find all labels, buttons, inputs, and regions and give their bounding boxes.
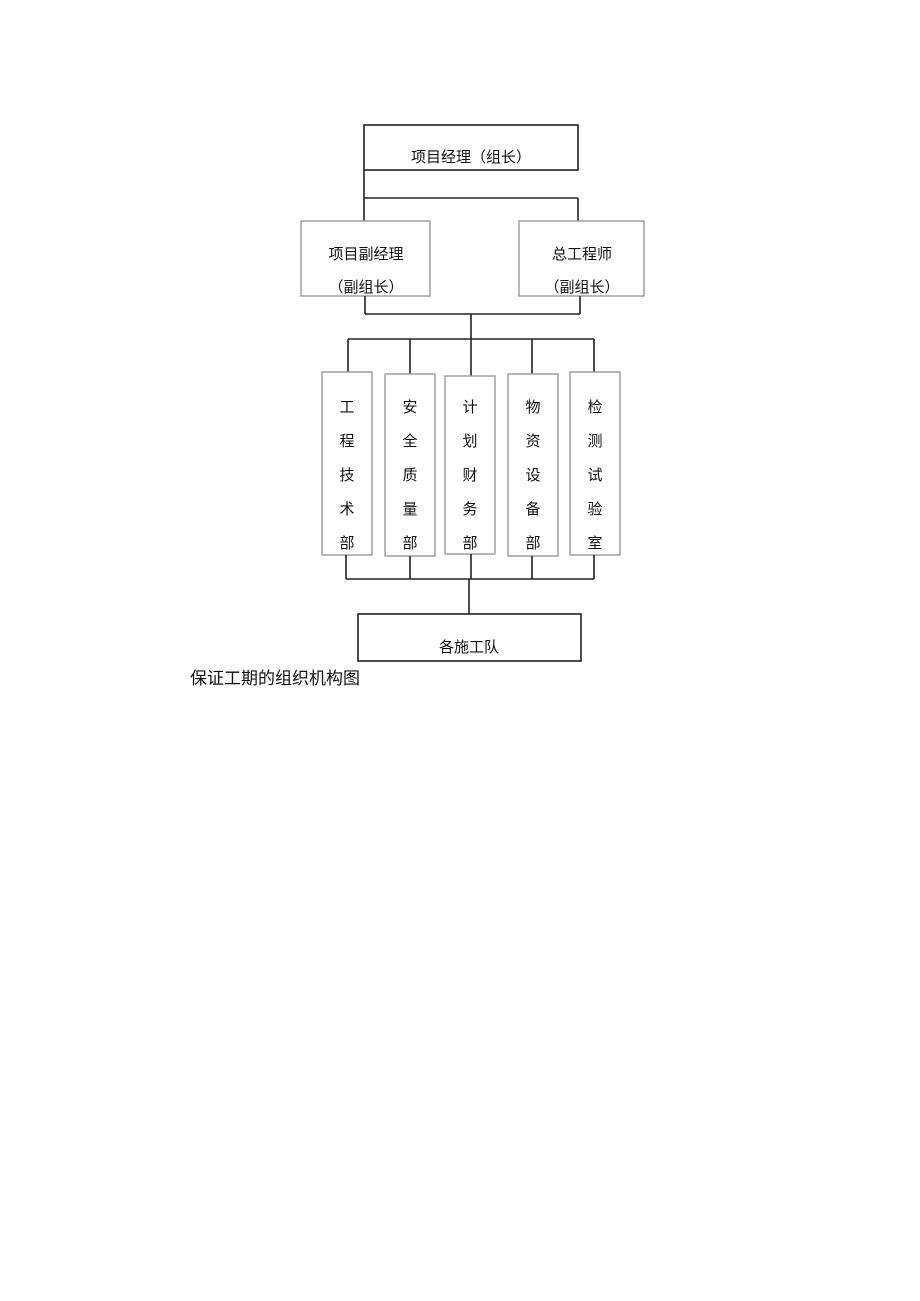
department-label: 计划财务部 bbox=[462, 398, 477, 552]
department-labels: 工程技术部 安全质量部 计划财务部 物资设备部 检测试验室 bbox=[339, 398, 602, 552]
dept-box-planning-finance bbox=[444, 375, 496, 555]
project-manager-label: 项目经理（组长） bbox=[411, 148, 531, 166]
chief-engineer-title: 总工程师 bbox=[552, 245, 612, 263]
department-label: 物资设备部 bbox=[525, 398, 540, 552]
chief-engineer-box bbox=[518, 220, 645, 297]
deputy-manager-role: （副组长） bbox=[328, 278, 403, 296]
deputy-manager-title: 项目副经理 bbox=[328, 245, 403, 263]
dept-box-engineering bbox=[321, 371, 373, 556]
construction-teams-box bbox=[357, 613, 582, 662]
department-label: 检测试验室 bbox=[587, 398, 602, 552]
department-label: 工程技术部 bbox=[339, 398, 354, 552]
figure-caption: 保证工期的组织机构图 bbox=[190, 669, 360, 689]
department-label: 安全质量部 bbox=[402, 398, 417, 552]
dept-box-safety-quality bbox=[384, 373, 436, 557]
dept-box-testing-lab bbox=[569, 371, 621, 556]
project-manager-box bbox=[363, 124, 579, 171]
dept-box-materials-equipment bbox=[507, 373, 559, 557]
construction-teams-label: 各施工队 bbox=[439, 638, 499, 656]
chief-engineer-role: （副组长） bbox=[544, 278, 619, 296]
